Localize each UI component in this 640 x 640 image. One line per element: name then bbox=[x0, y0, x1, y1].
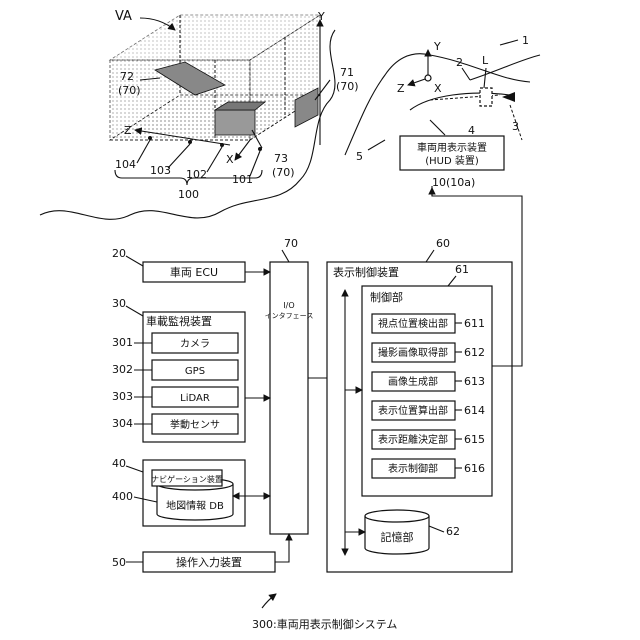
label-100: 100 bbox=[178, 188, 199, 201]
label-73b: (70) bbox=[272, 166, 295, 179]
leader-104 bbox=[137, 140, 150, 163]
input-to-io-arrow bbox=[275, 534, 289, 562]
ref-40: 40 bbox=[112, 457, 126, 470]
ref-400: 400 bbox=[112, 490, 133, 503]
axis-x bbox=[235, 140, 250, 160]
ref-611: 611 bbox=[464, 317, 485, 330]
leader-102 bbox=[207, 147, 222, 172]
label-72b: (70) bbox=[118, 84, 141, 97]
lidar-label: LiDAR bbox=[180, 393, 210, 404]
caption-leader bbox=[262, 594, 276, 608]
hud-device-ref: 10(10a) bbox=[432, 176, 475, 189]
io-interface-sublabel: インタフェース bbox=[265, 311, 314, 320]
label-axis-y-right: Y bbox=[433, 40, 441, 53]
label-73: 73 bbox=[274, 152, 288, 165]
storage-top bbox=[365, 510, 429, 522]
display-control-unit-label: 表示制御部 bbox=[388, 462, 438, 475]
ref-302: 302 bbox=[112, 363, 133, 376]
leader-103 bbox=[168, 144, 190, 168]
object-73-front bbox=[215, 110, 255, 135]
virtual-image bbox=[480, 88, 492, 106]
ref-304: 304 bbox=[112, 417, 133, 430]
ref-61: 61 bbox=[455, 263, 469, 276]
system-caption: 300:車両用表示制御システム bbox=[252, 617, 397, 631]
ref-62: 62 bbox=[446, 525, 460, 538]
display-control-label: 表示制御装置 bbox=[333, 265, 399, 279]
ref-303: 303 bbox=[112, 390, 133, 403]
label-axis-x-right: X bbox=[434, 82, 442, 95]
control-unit-label: 制御部 bbox=[370, 290, 403, 304]
point-104 bbox=[148, 136, 152, 140]
label-5: 5 bbox=[356, 150, 363, 163]
label-axis-x-left: X bbox=[226, 153, 234, 166]
behavior-sensor-label: 挙動センサ bbox=[170, 418, 220, 431]
label-2: 2 bbox=[456, 56, 463, 69]
label-axis-z-right: Z bbox=[397, 82, 405, 95]
ref-301: 301 bbox=[112, 336, 133, 349]
display-distance-label: 表示距離決定部 bbox=[378, 433, 448, 446]
leader-40 bbox=[126, 466, 143, 472]
label-axis-z-left: Z bbox=[124, 124, 132, 137]
label-103: 103 bbox=[150, 164, 171, 177]
label-1: 1 bbox=[522, 34, 529, 47]
storage-label: 記憶部 bbox=[381, 530, 414, 544]
vehicle-hud-figure: 車両用表示装置 (HUD 装置) 10(10a) 1 2 L 3 4 5 Y Z… bbox=[345, 34, 540, 189]
ref-60: 60 bbox=[436, 237, 450, 250]
label-102: 102 bbox=[186, 168, 207, 181]
camera-label: カメラ bbox=[180, 338, 210, 350]
label-va: VA bbox=[115, 9, 132, 24]
leader-5 bbox=[368, 140, 385, 150]
label-101: 101 bbox=[232, 173, 253, 186]
display-position-calc-label: 表示位置算出部 bbox=[378, 404, 448, 417]
axis-x-right bbox=[425, 75, 431, 81]
ref-613: 613 bbox=[464, 375, 485, 388]
ref-70: 70 bbox=[284, 237, 298, 250]
point-103 bbox=[188, 140, 192, 144]
gps-label: GPS bbox=[185, 366, 205, 377]
ref-615: 615 bbox=[464, 433, 485, 446]
block-diagram: I/O インタフェース 70 車両 ECU 20 車載監視装置 30 カメラ 3… bbox=[112, 186, 522, 572]
viewpoint-detection-label: 視点位置検出部 bbox=[378, 317, 448, 330]
leader-60 bbox=[426, 250, 434, 262]
point-102 bbox=[220, 143, 224, 147]
label-72: 72 bbox=[120, 70, 134, 83]
navigation-label: ナビゲーション装置 bbox=[151, 474, 223, 484]
viewpoint-eye bbox=[502, 92, 515, 102]
vehicle-ecu-label: 車両 ECU bbox=[170, 265, 218, 279]
label-3: 3 bbox=[512, 120, 519, 133]
leader-4 bbox=[430, 120, 445, 135]
label-4: 4 bbox=[468, 124, 475, 137]
leader-2 bbox=[462, 68, 470, 80]
ref-612: 612 bbox=[464, 346, 485, 359]
roof-line bbox=[470, 55, 540, 80]
leader-20 bbox=[126, 256, 143, 266]
ref-616: 616 bbox=[464, 462, 485, 475]
leader-30 bbox=[126, 306, 143, 316]
image-generation-label: 画像生成部 bbox=[388, 375, 438, 388]
leader-70 bbox=[282, 250, 289, 262]
label-axis-y-left: Y bbox=[317, 10, 325, 23]
operation-input-label: 操作入力装置 bbox=[176, 555, 242, 569]
leader-1 bbox=[500, 40, 518, 45]
vehicle-monitor-label: 車載監視装置 bbox=[146, 314, 212, 328]
label-71: 71 bbox=[340, 66, 354, 79]
ref-30: 30 bbox=[112, 297, 126, 310]
hud-device-sublabel: (HUD 装置) bbox=[425, 154, 479, 167]
label-104: 104 bbox=[115, 158, 136, 171]
hud-device-label: 車両用表示装置 bbox=[417, 141, 487, 154]
ref-614: 614 bbox=[464, 404, 485, 417]
captured-image-acquisition-label: 撮影画像取得部 bbox=[378, 346, 448, 359]
label-71b: (70) bbox=[336, 80, 359, 93]
virtual-area-figure: VA Y Z X 72 (70) 71 (70) 73 (70) 104 103… bbox=[40, 9, 359, 219]
label-l: L bbox=[482, 54, 489, 67]
ref-20: 20 bbox=[112, 247, 126, 260]
ref-50: 50 bbox=[112, 556, 126, 569]
io-interface-label: I/O bbox=[283, 301, 294, 310]
map-db-label: 地図情報 DB bbox=[166, 499, 224, 512]
